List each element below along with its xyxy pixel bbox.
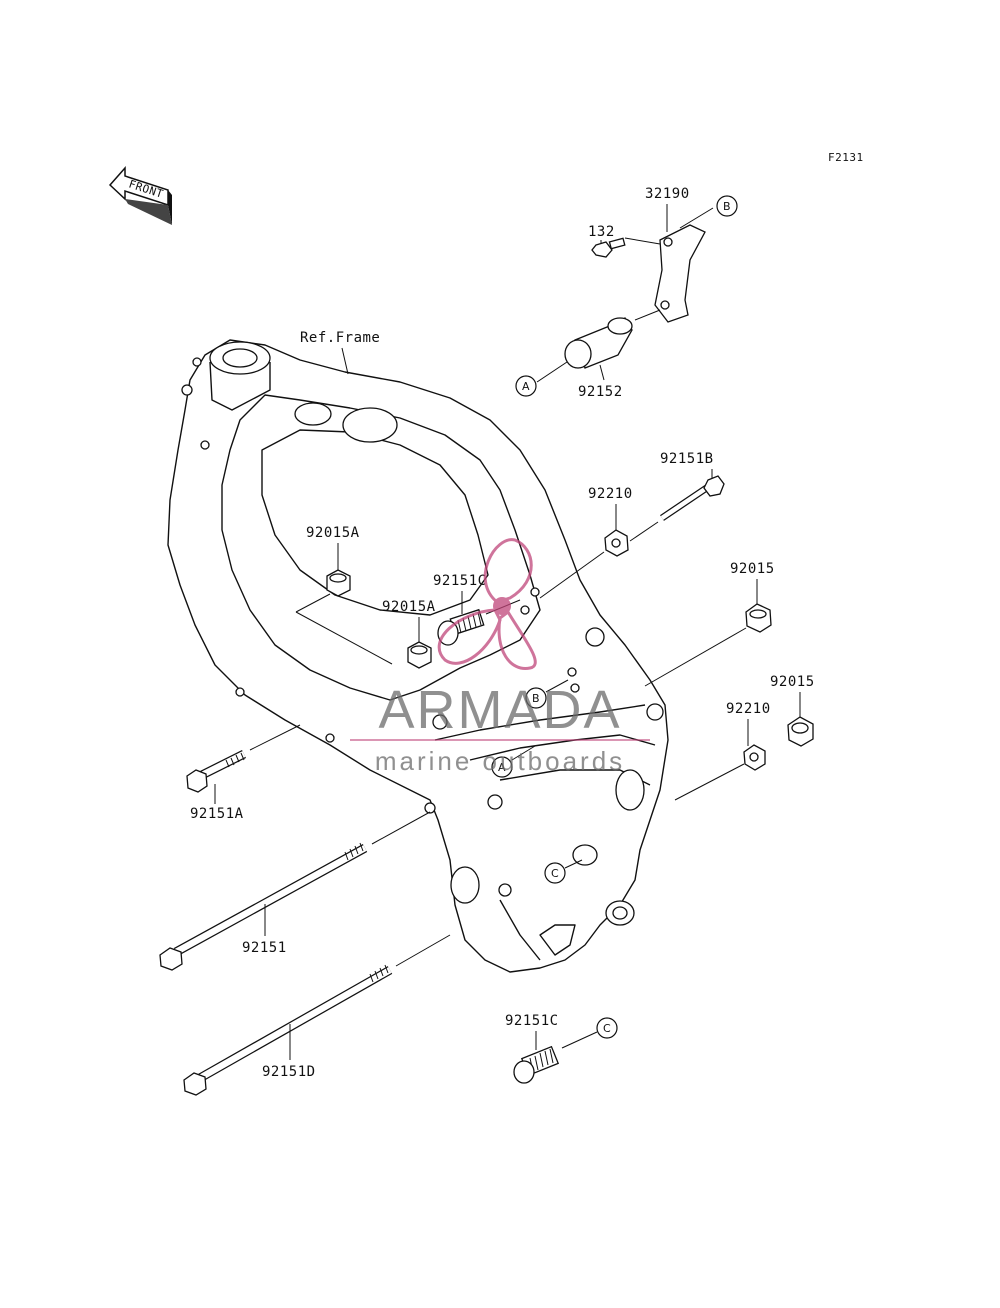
part-92151D-long-bolt[interactable] <box>183 964 393 1096</box>
part-92152-spacer[interactable] <box>564 317 633 369</box>
callout-a-top <box>515 375 537 397</box>
part-92151C-bolt-center[interactable] <box>437 608 485 646</box>
propeller-logo-icon <box>437 538 537 670</box>
part-label-92151D: 92151D <box>262 1064 316 1080</box>
watermark: ARMADA marine outboards <box>350 538 650 776</box>
part-92210-collar-top[interactable] <box>604 529 629 557</box>
callout-a-mid <box>491 756 513 778</box>
callout-c-bottom <box>596 1017 618 1039</box>
part-label-92210-lower: 92210 <box>726 701 771 717</box>
part-32190-bracket[interactable] <box>654 224 706 323</box>
part-92210-collar-lower[interactable] <box>743 744 766 771</box>
part-label-92015A-lower: 92015A <box>382 599 436 615</box>
part-label-92015A-upper: 92015A <box>306 525 360 541</box>
figure-code: F2131 <box>828 151 864 164</box>
part-92015A-nut-lower[interactable] <box>407 641 432 669</box>
part-92151A-bolt[interactable] <box>186 749 247 793</box>
part-label-92151C-center: 92151C <box>433 573 487 589</box>
svg-text:B: B <box>532 692 540 705</box>
part-label-92151B: 92151B <box>660 451 714 467</box>
part-label-92151C-bottom: 92151C <box>505 1013 559 1029</box>
front-arrow-icon: FRONT <box>108 166 172 225</box>
callout-b-mid <box>525 687 547 709</box>
part-label-92152: 92152 <box>578 384 623 400</box>
svg-text:A: A <box>522 380 530 393</box>
ref-frame-label: Ref.Frame <box>300 330 380 346</box>
part-92015-nut-right[interactable] <box>745 603 772 633</box>
svg-text:C: C <box>603 1022 611 1035</box>
watermark-tagline: marine outboards <box>375 746 625 776</box>
callout-c-mid <box>544 862 566 884</box>
part-92151B-bolt[interactable] <box>660 475 725 521</box>
part-label-92015-lower-right: 92015 <box>770 674 815 690</box>
part-label-92210-top: 92210 <box>588 486 633 502</box>
part-label-92151A: 92151A <box>190 806 244 822</box>
part-label-92151: 92151 <box>242 940 287 956</box>
part-92151C-bolt-bottom[interactable] <box>513 1045 560 1084</box>
part-label-92015-right: 92015 <box>730 561 775 577</box>
part-label-132: 132 <box>588 224 615 240</box>
frame-outline <box>167 339 669 973</box>
part-92151-long-bolt[interactable] <box>159 842 368 971</box>
part-92015A-nut-upper[interactable] <box>326 569 351 597</box>
svg-text:A: A <box>498 761 506 774</box>
part-92015-nut-lower-right[interactable] <box>787 716 814 747</box>
part-132-bolt[interactable] <box>591 237 626 258</box>
callout-b-top <box>716 195 738 217</box>
svg-text:B: B <box>723 200 731 213</box>
part-label-32190: 32190 <box>645 186 690 202</box>
watermark-brand: ARMADA <box>378 680 621 740</box>
svg-text:C: C <box>551 867 559 880</box>
